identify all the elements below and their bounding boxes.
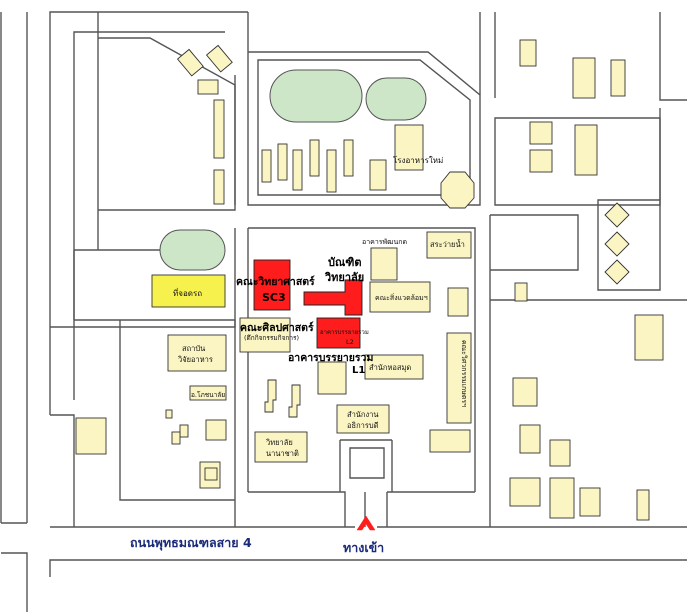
highlighted-buildings	[253, 259, 363, 349]
label-parking: ที่จอดรถ	[173, 287, 202, 298]
label-new-cafeteria: โรงอาหารใหม่	[393, 155, 443, 165]
label-swimming-pool: สระว่ายน้ำ	[430, 239, 465, 249]
label-sc3: SC3	[262, 291, 286, 304]
label-agriculture-faculty: คณะวิศวกรรมเกษตรฯ	[460, 340, 468, 407]
football-field	[269, 69, 363, 123]
label-lecture-l2: L2	[346, 338, 354, 346]
swimming-pool-building	[426, 231, 472, 259]
label-pattanakarn-building: อาคารพัฒนกด	[362, 238, 407, 246]
faculty-science-sc3[interactable]	[253, 259, 291, 311]
label-institute-2: วิจัยอาหาร	[177, 355, 213, 364]
parking-area[interactable]	[151, 274, 226, 308]
entrance-arrow-icon	[356, 515, 376, 531]
label-lecture-l1: L1	[352, 365, 365, 376]
label-faculty-science: คณะวิทยาศาสตร์	[236, 275, 315, 288]
graduate-school-building[interactable]	[303, 279, 363, 316]
label-library: สำนักหอสมุด	[369, 363, 411, 372]
map-labels: โรงอาหารใหม่ อาคารพัฒนกด สระว่ายน้ำ คณะส…	[130, 155, 468, 555]
label-faculty-arts: คณะศิลปศาสตร์	[240, 321, 314, 334]
label-student-affairs-2: อธิการบดี	[347, 421, 379, 430]
west-field	[159, 229, 226, 271]
lecture-building-l2[interactable]	[316, 317, 361, 349]
label-faculty-arts-sub: (ตึกกิจกรรมกิจการ)	[244, 334, 299, 342]
label-faculty-environment: คณะสิ่งแวดล้อมฯ	[375, 293, 428, 302]
buildings	[75, 39, 664, 521]
label-institute-1: สถาบัน	[182, 344, 205, 353]
label-lecture-small: อาคารบรรยายรวม	[320, 329, 369, 336]
road-network	[0, 11, 687, 612]
label-lecture-building: อาคารบรรยายรวม	[288, 352, 373, 364]
octagon-building	[440, 171, 475, 209]
label-road-name: ถนนพุทธมณฑลสาย 4	[130, 535, 252, 551]
label-nanachat-1: วิทยาลัย	[265, 438, 293, 447]
label-graduate-school-2: วิทยาลัย	[324, 271, 364, 284]
label-entrance: ทางเข้า	[343, 540, 384, 555]
track-field	[365, 77, 427, 121]
label-kitchen-building: อ.โภชนาลัย	[191, 391, 225, 399]
label-student-affairs-1: สำนักงาน	[347, 410, 378, 419]
sports-fields	[159, 69, 427, 271]
label-graduate-school-1: บัณฑิต	[328, 256, 361, 269]
label-nanachat-2: นานาชาติ	[266, 449, 299, 458]
